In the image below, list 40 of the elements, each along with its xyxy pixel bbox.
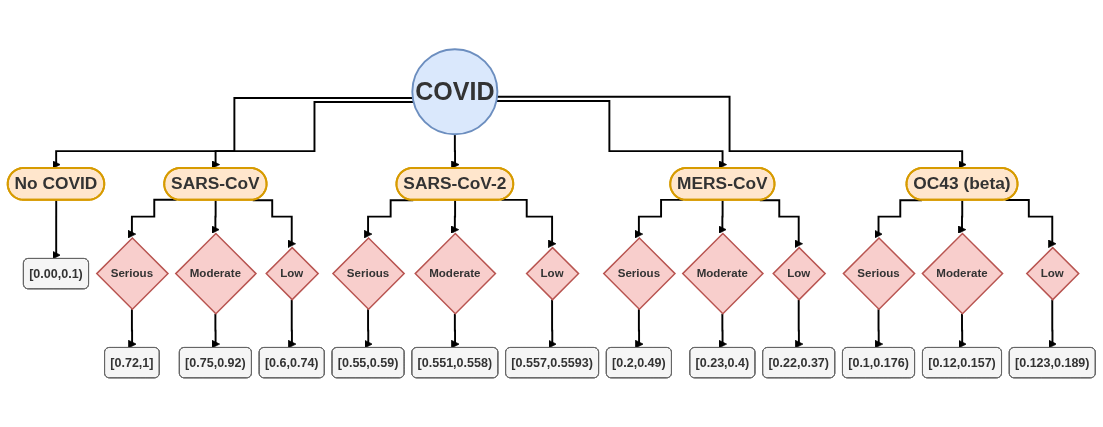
arrow (500, 198, 557, 248)
arrow (718, 199, 727, 234)
arrow (496, 95, 967, 169)
node-diamond: Serious (331, 236, 406, 311)
node-diamond: Low (525, 246, 580, 301)
node-diamond: Low (265, 246, 320, 301)
node-diamond: Moderate (921, 232, 1004, 315)
arrow (287, 298, 297, 349)
node-diamond: Moderate (681, 232, 764, 315)
node-diamond: Moderate (174, 232, 257, 315)
arrow (1048, 298, 1057, 349)
arrow (364, 308, 373, 349)
arrow (758, 199, 803, 248)
arrow (957, 199, 967, 234)
node-diamond: Serious (602, 236, 677, 311)
arrow (52, 199, 61, 260)
arrow (718, 312, 727, 349)
arrow (450, 199, 460, 234)
arrow (874, 199, 923, 239)
arrow (874, 308, 884, 349)
arrow (251, 199, 296, 248)
node-diamond: Serious (95, 236, 170, 311)
arrow (211, 101, 415, 169)
arrow (451, 312, 460, 349)
node-circle: COVID (411, 48, 499, 136)
arrow (794, 298, 804, 349)
node-diamond: Low (772, 246, 827, 301)
arrow (52, 97, 414, 169)
arrow (548, 298, 557, 349)
node-diamond: Moderate (414, 232, 497, 315)
arrow (958, 312, 967, 349)
arrow (451, 133, 460, 169)
node-diamond: Low (1025, 246, 1080, 301)
arrow (127, 198, 178, 239)
arrow (211, 199, 220, 234)
node-diamond: Serious (842, 236, 916, 311)
arrow (211, 312, 220, 349)
arrow (634, 198, 685, 239)
arrow (128, 308, 137, 349)
arrow (635, 308, 644, 349)
